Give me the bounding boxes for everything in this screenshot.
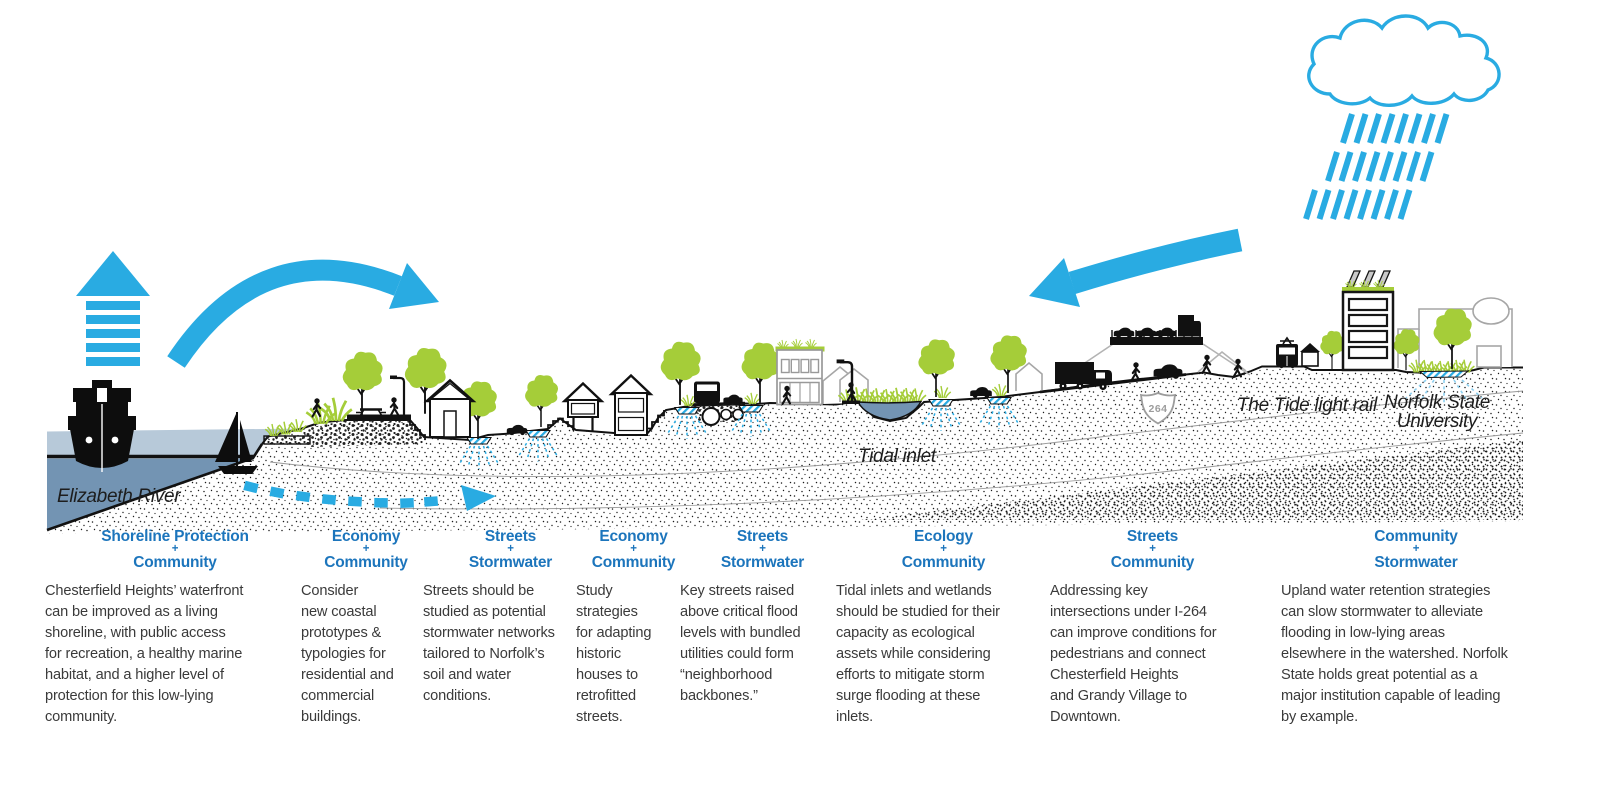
theme-plus: +: [940, 543, 947, 555]
theme-bottom: Stormwater: [720, 554, 805, 571]
theme-bottom: Community: [591, 554, 676, 571]
rain-icon: [1303, 113, 1450, 220]
theme-plus: +: [759, 543, 766, 555]
theme-top: Economy: [331, 528, 401, 545]
strategy-column-streets-stormwater-1: Streets + Stormwater Streets should be s…: [423, 529, 598, 707]
strategy-column-streets-community: Streets + Community Addressing key inter…: [1050, 529, 1255, 728]
groundwater-flow-arrow: [243, 480, 496, 511]
theme-top: Streets: [1126, 528, 1179, 545]
strategy-theme: Streets + Stormwater: [423, 528, 598, 571]
strategy-description: Streets should be studied as potential s…: [423, 583, 555, 704]
theme-bottom: Community: [1110, 554, 1195, 571]
theme-plus: +: [630, 543, 637, 555]
strategy-description: Key streets raised above critical flood …: [680, 583, 801, 704]
theme-bottom: Community: [901, 554, 986, 571]
shore-house: [423, 378, 477, 438]
runoff-downhill-arrow: [1029, 228, 1243, 307]
tidal-inlet-label: Tidal inlet: [858, 446, 937, 467]
i264-shield-number: 264: [1148, 403, 1167, 415]
strategy-column-streets-stormwater-2: Streets + Stormwater Key streets raised …: [680, 529, 845, 707]
theme-top: Shoreline Protection: [101, 528, 249, 545]
strategy-description: Tidal inlets and wetlands should be stud…: [836, 583, 1000, 725]
theme-plus: +: [507, 543, 514, 555]
street-lamps: [388, 358, 860, 418]
cargo-ship: [68, 380, 136, 472]
strategy-column-community-stormwater: Community + Stormwater Upland water rete…: [1281, 529, 1551, 728]
theme-bottom: Community: [133, 554, 217, 571]
theme-top: Community: [1374, 528, 1458, 545]
strategy-theme: Economy + Community: [301, 528, 431, 571]
strategy-column-economy-community-2: Economy + Community Study strategies for…: [576, 529, 691, 728]
strategy-description: Chesterfield Heights’ waterfront can be …: [45, 583, 244, 725]
sailboat: [215, 412, 258, 474]
pedestrians: [311, 353, 1243, 418]
rain-cloud: [1303, 14, 1501, 220]
strategy-theme: Ecology + Community: [836, 528, 1051, 571]
light-rail-tram: [1276, 336, 1320, 369]
strategy-theme: Shoreline Protection + Community: [45, 528, 305, 571]
theme-top: Streets: [736, 528, 789, 545]
surge-overland-arrow: [167, 259, 439, 368]
theme-plus: +: [362, 543, 370, 555]
strategy-description: Study strategies for adapting historic h…: [576, 583, 652, 725]
theme-bottom: Stormwater: [468, 554, 553, 571]
theme-plus: +: [1149, 543, 1156, 555]
tidal-inlet-pond: [837, 386, 927, 421]
surge-up-arrow: [76, 251, 150, 366]
theme-top: Ecology: [914, 528, 973, 545]
theme-bottom: Community: [324, 554, 408, 571]
strategy-theme: Economy + Community: [576, 528, 691, 571]
strategy-description: Upland water retention strategies can sl…: [1281, 583, 1508, 725]
strategy-description: Consider new coastal prototypes & typolo…: [301, 583, 394, 725]
strategy-column-economy-community-1: Economy + Community Consider new coastal…: [301, 529, 431, 728]
light-rail-label: The Tide light rail: [1237, 395, 1378, 416]
strategy-theme: Community + Stormwater: [1281, 528, 1551, 571]
storefront-building: [775, 338, 825, 406]
strategy-column-ecology-community: Ecology + Community Tidal inlets and wet…: [836, 529, 1051, 728]
street-culvert: [691, 403, 745, 426]
i264-viaduct: [1110, 315, 1203, 345]
theme-top: Economy: [599, 528, 668, 545]
university-green-building: [1341, 270, 1395, 372]
theme-plus: +: [171, 543, 179, 555]
theme-bottom: Stormwater: [1374, 554, 1458, 571]
cross-section-svg: 264 Elizabeth River Tidal inlet The Tide…: [46, 14, 1524, 534]
vehicles: [506, 362, 1183, 436]
campus-wetland: [1405, 358, 1483, 404]
i264-shield-icon: 264: [1139, 392, 1177, 425]
strategy-column-shoreline-protection: Shoreline Protection + Community Chester…: [45, 529, 305, 728]
theme-plus: +: [1412, 543, 1420, 555]
strategy-description: Addressing key intersections under I-264…: [1050, 583, 1217, 725]
university-label-line1: Norfolk State: [1384, 392, 1490, 413]
strategy-theme: Streets + Stormwater: [680, 528, 845, 571]
stilt-houses: [561, 373, 654, 436]
elizabeth-river-label: Elizabeth River: [57, 486, 181, 507]
university-label-line2: University: [1397, 411, 1479, 432]
cross-section-illustration: 264 Elizabeth River Tidal inlet The Tide…: [46, 14, 1524, 534]
picnic-table: [356, 408, 386, 417]
theme-top: Streets: [484, 528, 537, 545]
living-shoreline: [263, 396, 665, 447]
strategy-theme: Streets + Community: [1050, 528, 1255, 571]
